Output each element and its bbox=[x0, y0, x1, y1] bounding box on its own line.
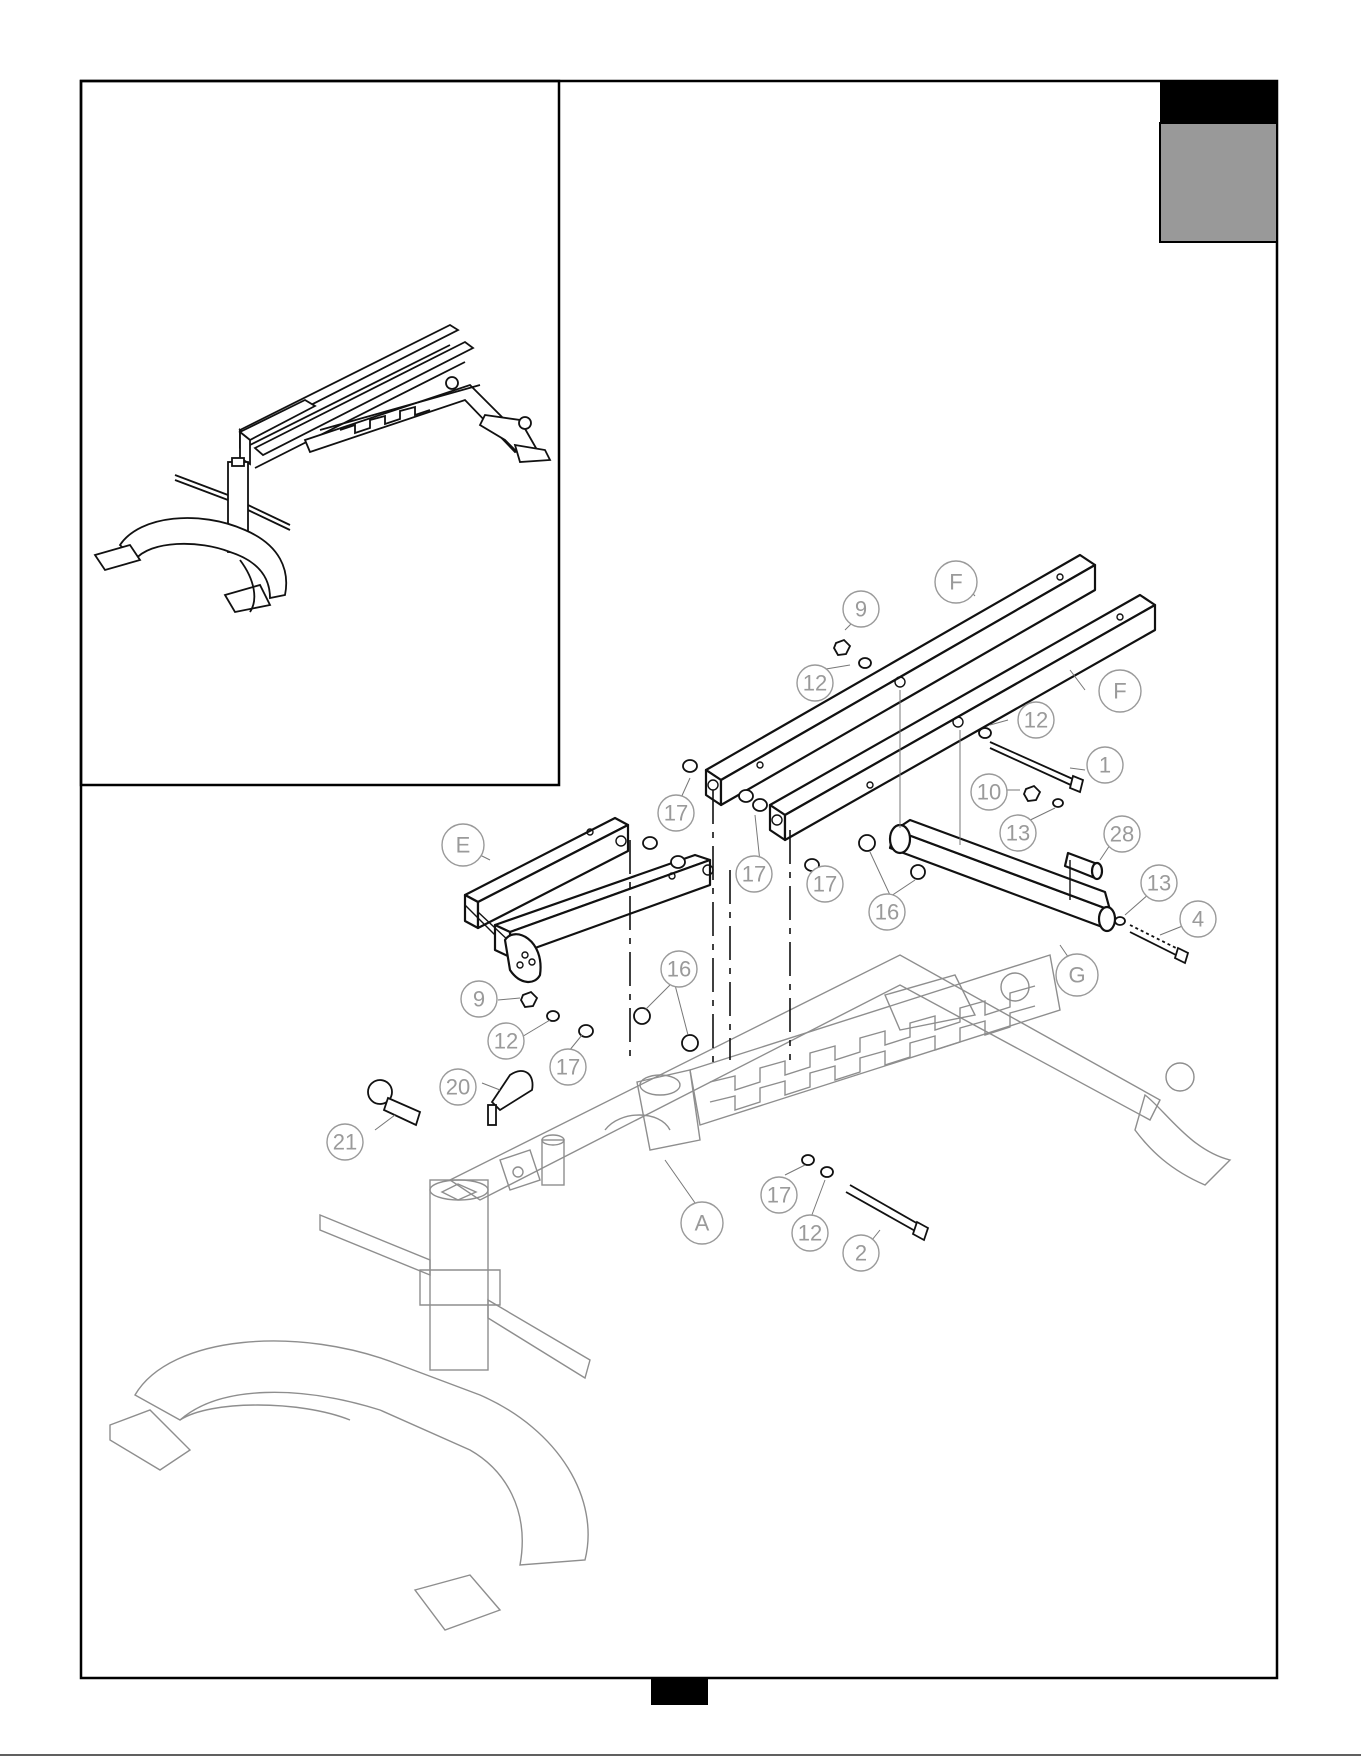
svg-text:13: 13 bbox=[1006, 821, 1030, 846]
svg-text:12: 12 bbox=[798, 1221, 822, 1246]
svg-text:20: 20 bbox=[446, 1075, 470, 1100]
svg-text:21: 21 bbox=[333, 1130, 357, 1155]
svg-text:16: 16 bbox=[667, 957, 691, 982]
svg-text:F: F bbox=[949, 570, 962, 595]
label-f-upper: F bbox=[935, 561, 977, 603]
label-a: A bbox=[681, 1202, 723, 1244]
svg-text:F: F bbox=[1113, 679, 1126, 704]
label-17-e: 17 bbox=[761, 1177, 797, 1213]
label-12-bottom: 12 bbox=[792, 1215, 828, 1251]
svg-text:9: 9 bbox=[473, 987, 485, 1012]
label-16-right: 16 bbox=[869, 894, 905, 930]
label-10: 10 bbox=[971, 774, 1007, 810]
svg-text:16: 16 bbox=[875, 900, 899, 925]
svg-text:E: E bbox=[456, 833, 471, 858]
label-g: G bbox=[1056, 954, 1098, 996]
label-28: 28 bbox=[1104, 816, 1140, 852]
svg-text:G: G bbox=[1068, 963, 1085, 988]
label-21: 21 bbox=[327, 1124, 363, 1160]
inset-frame bbox=[81, 81, 559, 785]
svg-text:9: 9 bbox=[855, 597, 867, 622]
label-12-top: 12 bbox=[797, 665, 833, 701]
label-12-left: 12 bbox=[488, 1023, 524, 1059]
label-17-d: 17 bbox=[550, 1049, 586, 1085]
label-13-upper: 13 bbox=[1000, 815, 1036, 851]
label-16-left: 16 bbox=[661, 951, 697, 987]
label-12-right: 12 bbox=[1018, 702, 1054, 738]
label-17-b: 17 bbox=[736, 856, 772, 892]
label-13-lower: 13 bbox=[1141, 865, 1177, 901]
step-tab bbox=[1160, 81, 1277, 242]
svg-text:17: 17 bbox=[813, 872, 837, 897]
svg-text:17: 17 bbox=[664, 801, 688, 826]
label-1: 1 bbox=[1087, 747, 1123, 783]
label-17-a: 17 bbox=[658, 795, 694, 831]
label-17-c: 17 bbox=[807, 866, 843, 902]
svg-text:17: 17 bbox=[742, 862, 766, 887]
label-4: 4 bbox=[1180, 901, 1216, 937]
svg-text:28: 28 bbox=[1110, 822, 1134, 847]
label-9-left: 9 bbox=[461, 981, 497, 1017]
base-frame-a bbox=[110, 955, 1230, 1630]
label-20: 20 bbox=[440, 1069, 476, 1105]
svg-text:13: 13 bbox=[1147, 871, 1171, 896]
label-9-top: 9 bbox=[843, 591, 879, 627]
svg-text:10: 10 bbox=[977, 780, 1001, 805]
svg-text:17: 17 bbox=[767, 1183, 791, 1208]
svg-text:12: 12 bbox=[1024, 708, 1048, 733]
inset-assembled-bench bbox=[95, 325, 550, 612]
label-f-lower: F bbox=[1099, 670, 1141, 712]
svg-text:A: A bbox=[695, 1211, 710, 1236]
label-e: E bbox=[442, 824, 484, 866]
svg-text:1: 1 bbox=[1099, 753, 1111, 778]
svg-text:2: 2 bbox=[855, 1241, 867, 1266]
page-number-tab bbox=[651, 1678, 708, 1705]
svg-text:17: 17 bbox=[556, 1055, 580, 1080]
svg-text:12: 12 bbox=[494, 1029, 518, 1054]
svg-text:4: 4 bbox=[1192, 907, 1204, 932]
label-2: 2 bbox=[843, 1235, 879, 1271]
svg-text:12: 12 bbox=[803, 671, 827, 696]
